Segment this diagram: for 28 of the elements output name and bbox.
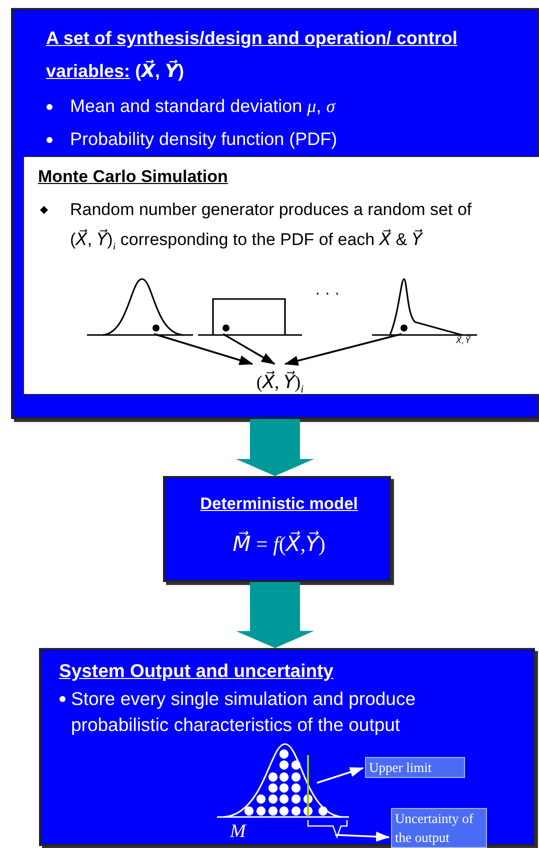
arrow [154, 333, 254, 365]
simulation-panel [23, 156, 539, 395]
output-panel [39, 648, 535, 846]
heading: A set of synthesis/design and operation/ control variables: (X⃗, Y⃗) [46, 27, 458, 83]
section-heading: Monte Carlo Simulation [38, 166, 229, 188]
axis-label: M [230, 822, 246, 841]
bullet-text: Probability density function (PDF) [70, 128, 338, 151]
arrow [335, 832, 390, 842]
model-box [163, 476, 391, 582]
block-arrow [236, 419, 314, 476]
arrow [222, 333, 276, 365]
callout-text: Uncertainty of the output [395, 810, 474, 847]
bullet-text: Store every single simulation and produce probabilistic characteristics of the output [71, 687, 416, 737]
bullet-text: Mean and standard deviation μ, σ [70, 95, 337, 118]
ellipsis-dots: · · · [315, 286, 340, 302]
callout-box [365, 757, 465, 778]
arrow [284, 333, 402, 366]
input-panel [11, 8, 539, 419]
axis-label: X⃗, Y⃗ [456, 337, 470, 345]
callout-text: Upper limit [369, 759, 433, 777]
arrow [316, 767, 364, 784]
bullet-text: Random number generator produces a random set of (X⃗, Y⃗)$_{i}$ corresponding to the PDF of each X⃗ & Y⃗ [70, 199, 473, 254]
callout-box [391, 808, 487, 848]
formula: M⃗ = f(X⃗,Y⃗) [232, 530, 326, 558]
block-arrow [236, 582, 314, 648]
vector-label: (X⃗, Y⃗)$_{i}$ [255, 370, 305, 398]
section-heading: System Output and uncertainty [59, 659, 334, 683]
box-heading: Deterministic model [199, 494, 359, 515]
